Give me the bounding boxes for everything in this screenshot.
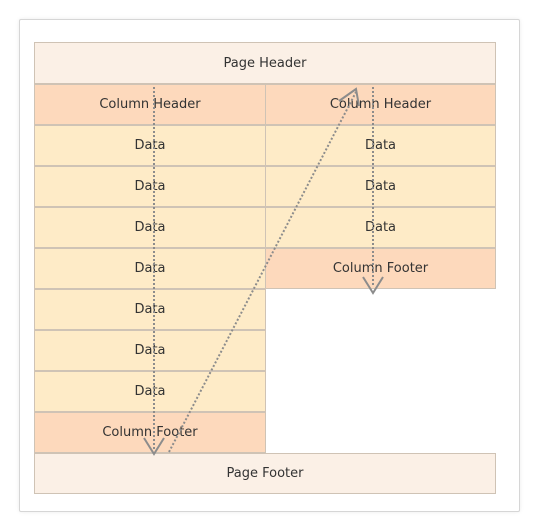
- column-2-data-row: Data: [265, 125, 496, 166]
- column-1-data-row: Data: [34, 207, 266, 248]
- report-band-diagram: Page Header Column Header Data Data Data…: [34, 42, 496, 494]
- column-1-data-row: Data: [34, 125, 266, 166]
- page-footer-band: Page Footer: [34, 453, 496, 494]
- column-2-data-row: Data: [265, 166, 496, 207]
- column-1-data-row: Data: [34, 166, 266, 207]
- column-1-data-row: Data: [34, 289, 266, 330]
- column-2-header: Column Header: [265, 84, 496, 125]
- column-1-data-row: Data: [34, 330, 266, 371]
- column-1-data-row: Data: [34, 371, 266, 412]
- column-1-footer: Column Footer: [34, 412, 266, 453]
- column-2-footer: Column Footer: [265, 248, 496, 289]
- column-1-data-row: Data: [34, 248, 266, 289]
- page-header-band: Page Header: [34, 42, 496, 84]
- column-2-data-row: Data: [265, 207, 496, 248]
- column-1-header: Column Header: [34, 84, 266, 125]
